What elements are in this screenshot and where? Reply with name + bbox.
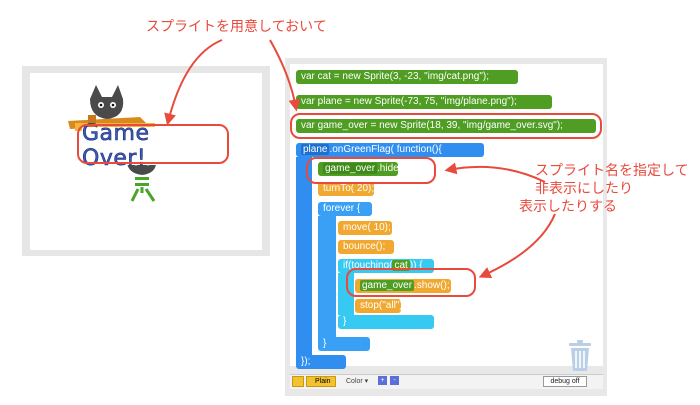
highlight-hide-statement: [306, 157, 436, 184]
forever-block-close: }: [318, 337, 370, 351]
if-block-body: [338, 273, 354, 315]
turnto-statement[interactable]: turnTo( 20);: [318, 182, 374, 196]
event-block-body: [296, 157, 312, 359]
font-size-decrease-button[interactable]: -: [390, 376, 399, 385]
plus-label: +: [380, 377, 385, 384]
event-block-close: });: [296, 355, 346, 369]
highlight-show-statement: [346, 268, 476, 297]
code-line-game-over[interactable]: var game_over = new Sprite(18, 39, "img/…: [296, 119, 596, 133]
minus-label: -: [393, 377, 396, 384]
forever-block-body: [318, 216, 336, 340]
highlight-game-over-sprite: [77, 124, 229, 164]
show-method: .show();: [414, 280, 450, 291]
annotation-line1: スプライト名を指定して: [535, 162, 689, 178]
trash-icon[interactable]: [566, 340, 594, 372]
annotation-prepare-sprite: スプライトを用意しておいて: [146, 18, 327, 34]
plain-mode-button[interactable]: Plain: [306, 376, 336, 387]
pencil-icon[interactable]: [292, 376, 304, 387]
event-block-header[interactable]: plane.onGreenFlag( function(){: [296, 143, 484, 157]
bounce-statement[interactable]: bounce();: [338, 240, 394, 254]
move-statement[interactable]: move( 10);: [338, 221, 392, 235]
color-mode-select[interactable]: Color ▾: [346, 378, 369, 385]
hide-method: .hide();: [377, 163, 409, 174]
debug-toggle-button[interactable]: debug off: [543, 376, 587, 387]
event-object: plane: [301, 144, 330, 155]
stop-statement[interactable]: stop("all");: [355, 299, 405, 313]
font-size-increase-button[interactable]: +: [378, 376, 387, 385]
code-line-plane[interactable]: var plane = new Sprite(-73, 75, "img/pla…: [296, 95, 552, 109]
if-condition-suffix: )) {: [409, 260, 423, 271]
highlight-game-over-declaration: [290, 113, 602, 139]
color-mode-label: Color: [346, 378, 363, 385]
if-condition-prefix: if(touching(: [343, 260, 393, 271]
cat-sprite-top: [90, 85, 124, 119]
plain-mode-label: Plain: [315, 378, 331, 385]
if-block-close: }: [338, 315, 434, 329]
debug-toggle-label: debug off: [550, 378, 580, 385]
forever-block-header[interactable]: forever {: [318, 202, 372, 216]
editor-toolbar: [290, 374, 603, 389]
if-condition-arg: cat: [392, 260, 410, 271]
annotation-line3: 表示したりする: [519, 198, 617, 214]
hide-statement[interactable]: game_over.hide();: [318, 162, 408, 176]
show-object: game_over: [360, 280, 415, 291]
event-method: .onGreenFlag( function(){: [329, 144, 442, 155]
annotation-line2: 非表示にしたり: [535, 180, 633, 196]
hide-object: game_over: [323, 163, 378, 174]
code-line-cat[interactable]: var cat = new Sprite(3, -23, "img/cat.pn…: [296, 70, 518, 84]
show-statement[interactable]: game_over.show();: [355, 279, 451, 293]
